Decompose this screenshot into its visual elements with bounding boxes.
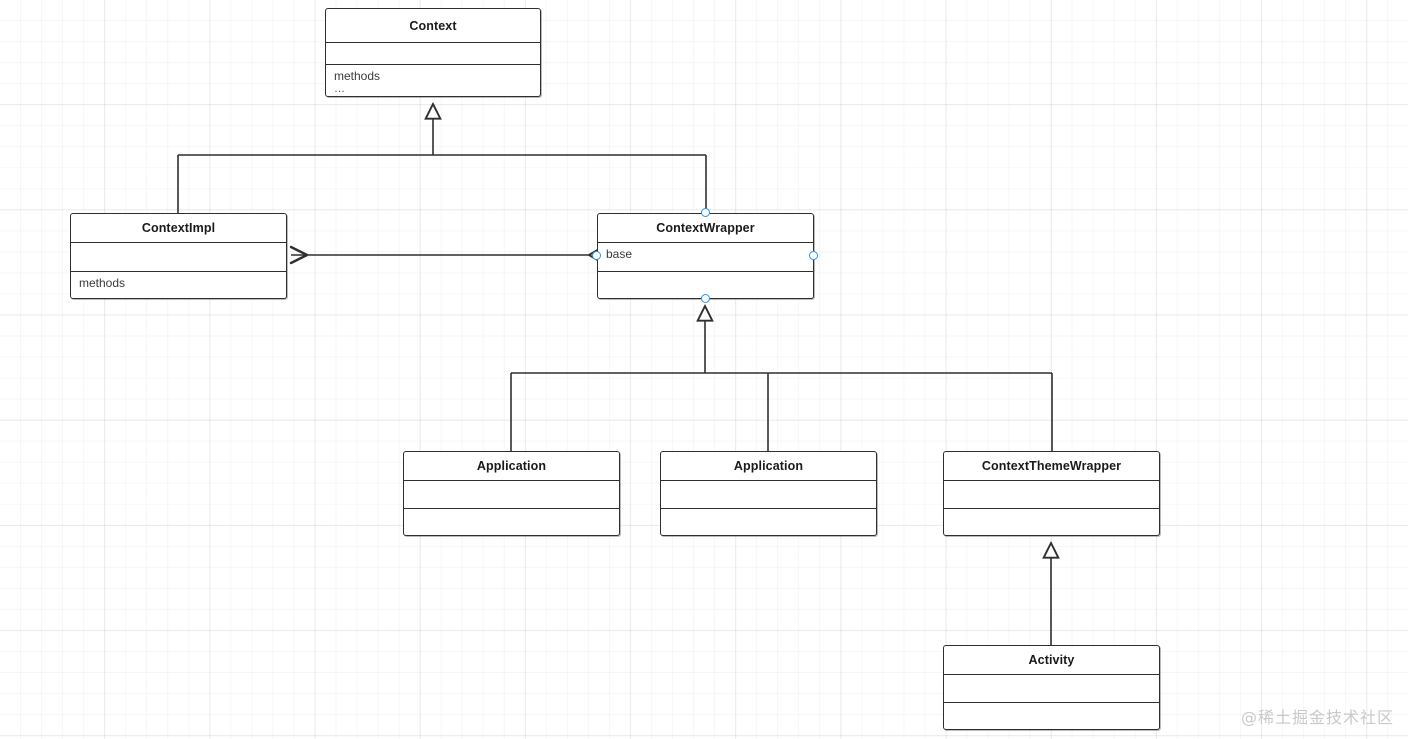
uml-class-application-1[interactable]: Application — [403, 451, 620, 536]
class-attributes-application-2 — [661, 480, 876, 508]
uml-class-contextimpl[interactable]: ContextImpl methods — [70, 213, 287, 299]
class-attributes-contextwrapper: base — [598, 242, 813, 270]
class-methods-contextthemewrapper — [944, 508, 1159, 535]
selection-handle-top[interactable] — [700, 207, 710, 217]
class-attributes-context — [326, 42, 540, 64]
class-methods-context: methods … — [326, 64, 540, 96]
class-attributes-contextthemewrapper — [944, 480, 1159, 508]
class-attributes-contextimpl — [71, 242, 286, 270]
class-methods-contextwrapper — [598, 270, 813, 298]
class-title-application-1: Application — [476, 459, 547, 473]
selection-handle-right[interactable] — [808, 250, 818, 260]
class-title-activity: Activity — [1028, 653, 1075, 667]
class-methods-application-2 — [661, 508, 876, 535]
class-methods-application-1 — [404, 508, 619, 535]
class-attributes-application-1 — [404, 480, 619, 508]
method-line-ellipsis: … — [334, 83, 345, 95]
class-title-context: Context — [409, 18, 457, 33]
selection-handle-bottom[interactable] — [700, 293, 710, 303]
uml-class-context[interactable]: Context methods … — [325, 8, 541, 97]
class-title-contextimpl: ContextImpl — [141, 221, 216, 236]
attribute-line-base: base — [606, 247, 633, 262]
selection-handle-left[interactable] — [591, 250, 601, 260]
class-title-application-2: Application — [733, 459, 804, 473]
method-line: methods — [79, 275, 126, 290]
class-attributes-activity — [944, 674, 1159, 702]
uml-class-application-2[interactable]: Application — [660, 451, 877, 536]
class-title-contextwrapper: ContextWrapper — [656, 221, 755, 236]
method-line: methods — [334, 69, 381, 83]
class-title-contextthemewrapper: ContextThemeWrapper — [981, 459, 1122, 473]
class-methods-contextimpl: methods — [71, 270, 286, 298]
uml-class-contextwrapper[interactable]: ContextWrapper base — [597, 213, 814, 299]
uml-class-activity[interactable]: Activity — [943, 645, 1160, 730]
watermark: @稀土掘金技术社区 — [1240, 708, 1394, 727]
uml-class-contextthemewrapper[interactable]: ContextThemeWrapper — [943, 451, 1160, 536]
class-methods-activity — [944, 702, 1159, 729]
